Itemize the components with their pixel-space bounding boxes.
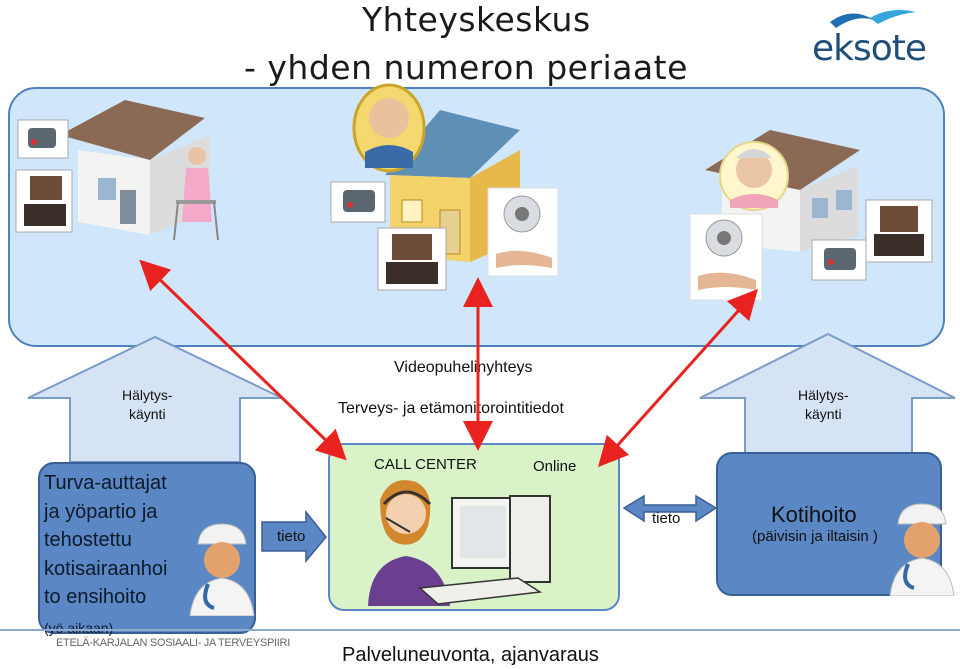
nurse-icon xyxy=(189,523,255,616)
video-phone-icon xyxy=(15,169,73,233)
home-care-subtitle: (päivisin ja iltaisin ) xyxy=(752,528,878,545)
elderly-woman-portrait-icon xyxy=(719,141,789,211)
footer-organization: ETELÄ-KARJALAN SOSIAALI- JA TERVEYSPIIRI xyxy=(56,637,290,649)
left-connection-arrow xyxy=(139,259,347,461)
alarm-device-icon xyxy=(17,119,69,159)
eksote-logo: eksote xyxy=(812,2,927,74)
right-up-arrow-label: Hälytys- käynti xyxy=(798,387,849,422)
logo-swoosh-icon xyxy=(830,10,916,28)
right-tieto-label: tieto xyxy=(652,510,681,527)
video-phone-icon xyxy=(377,227,447,291)
monitoring-label: Terveys- ja etämonitorointitiedot xyxy=(338,400,564,417)
left-tieto-arrow xyxy=(261,509,327,564)
call-center-title: CALL CENTER xyxy=(374,456,477,473)
right-tieto-arrow xyxy=(622,494,718,523)
footer-divider xyxy=(0,629,960,631)
home-care-title: Kotihoito xyxy=(771,502,857,527)
call-center-status: Online xyxy=(533,458,577,475)
right-connection-arrow xyxy=(597,288,759,468)
video-phone-icon xyxy=(865,199,933,263)
hand-sensor-icon xyxy=(487,187,559,277)
nurse-icon xyxy=(889,503,955,596)
footer-service-text: Palveluneuvonta, ajanvaraus xyxy=(342,644,599,666)
alarm-device-icon xyxy=(330,181,386,223)
page-title-line2: - yhden numeron periaate xyxy=(244,48,688,87)
left-tieto-label: tieto xyxy=(277,528,306,545)
alarm-device-icon xyxy=(811,239,867,281)
elderly-woman-walker-icon xyxy=(173,147,219,241)
page-title-line1: Yhteyskeskus xyxy=(362,0,591,39)
night-services-text: Turva-auttajat ja yöpartio ja tehostettu… xyxy=(44,472,168,608)
logo-text: eksote xyxy=(812,28,927,69)
call-center-agent-icon xyxy=(368,480,551,606)
night-services-note: (yö aikaan) xyxy=(44,620,114,636)
hand-sensor-icon xyxy=(689,213,763,301)
elderly-man-portrait-icon xyxy=(352,83,426,173)
